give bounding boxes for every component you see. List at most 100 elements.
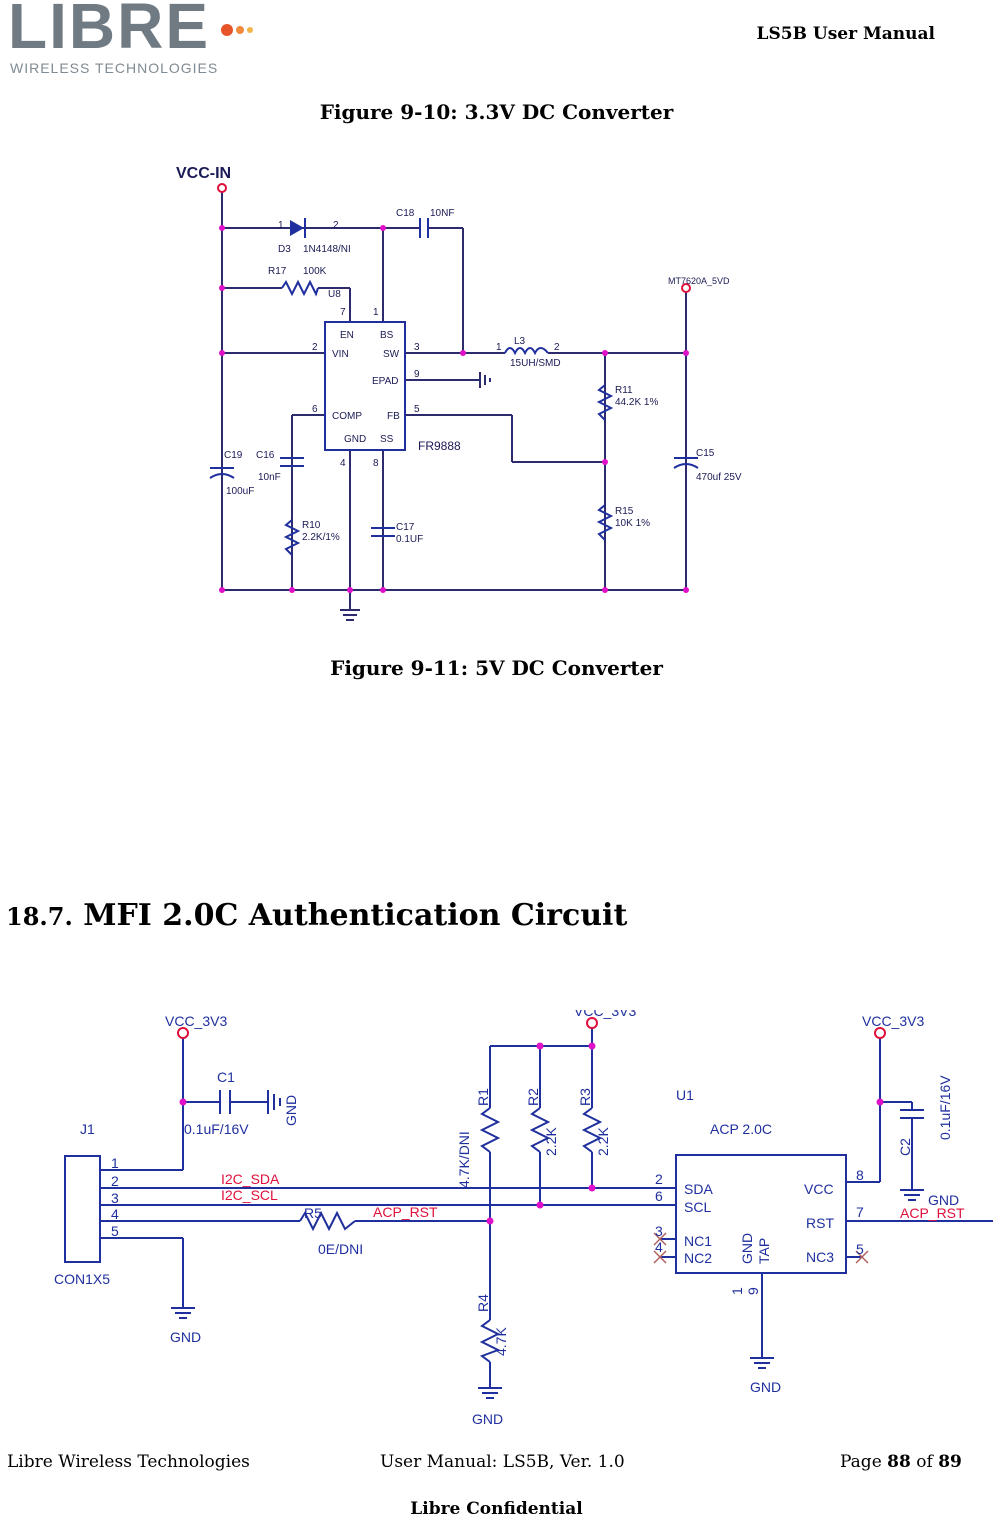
u1-num-nc2: 4 bbox=[655, 1239, 663, 1255]
u1-num-scl: 6 bbox=[655, 1188, 663, 1204]
c15-value: 470uf 25V bbox=[696, 472, 742, 483]
r11-value: 44.2K 1% bbox=[615, 397, 658, 408]
r3-ref: R3 bbox=[577, 1088, 593, 1106]
pin-en: EN bbox=[340, 330, 354, 341]
schematic-5v-dc-converter: VCC-IN MT7620A_5VD 1 2 D3 1N4148/NI C18 … bbox=[176, 165, 742, 621]
r15-value: 10K 1% bbox=[615, 518, 650, 529]
c16-ref: C16 bbox=[256, 450, 275, 461]
u1-pin-sda: SDA bbox=[684, 1181, 713, 1197]
u1-pin-nc1: NC1 bbox=[684, 1233, 712, 1249]
output-net-label: MT7620A_5VD bbox=[668, 276, 730, 286]
vcc-3v3-label-3: VCC_3V3 bbox=[862, 1013, 924, 1029]
u1-num-gnd: 1 bbox=[729, 1287, 745, 1295]
u1-part: ACP 2.0C bbox=[710, 1121, 772, 1137]
pin-ss: SS bbox=[380, 434, 394, 445]
c17-value: 0.1UF bbox=[396, 534, 423, 545]
j1-pin-1: 1 bbox=[111, 1155, 119, 1171]
c18-ref: C18 bbox=[396, 208, 415, 219]
pin-bs: BS bbox=[380, 330, 394, 341]
c2-value: 0.1uF/16V bbox=[937, 1075, 953, 1140]
l3-ref: L3 bbox=[514, 336, 526, 347]
pin-epad: EPAD bbox=[372, 376, 399, 387]
c19-value: 100uF bbox=[226, 486, 254, 497]
pin-comp: COMP bbox=[332, 411, 362, 422]
gnd-label-r4: GND bbox=[472, 1411, 503, 1427]
j1-pin-3: 3 bbox=[111, 1190, 119, 1206]
u1-num-nc1: 3 bbox=[655, 1223, 663, 1239]
pin-num-gnd: 4 bbox=[340, 458, 346, 469]
r1-value: 4.7K/DNI bbox=[456, 1131, 472, 1188]
c1-ref: C1 bbox=[217, 1069, 235, 1085]
pin-num-bs: 1 bbox=[373, 307, 379, 318]
u1-ref: U1 bbox=[676, 1087, 694, 1103]
footer-company: Libre Wireless Technologies bbox=[7, 1452, 250, 1472]
figure-caption-9-11: Figure 9-11: 5V DC Converter bbox=[330, 656, 663, 680]
j1-part: CON1X5 bbox=[54, 1271, 110, 1287]
pin-num-en: 7 bbox=[340, 307, 346, 318]
libre-logo-word: LIBRE bbox=[8, 0, 210, 62]
d3-pin2: 2 bbox=[333, 220, 339, 231]
r4-ref: R4 bbox=[475, 1294, 491, 1312]
pin-num-fb: 5 bbox=[414, 404, 420, 415]
header-title: LS5B User Manual bbox=[756, 24, 935, 44]
gnd-label-c1: GND bbox=[283, 1095, 299, 1126]
u1-num-vcc: 8 bbox=[856, 1167, 864, 1183]
r1-ref: R1 bbox=[475, 1088, 491, 1106]
r4-value: 4.7K bbox=[493, 1327, 509, 1356]
r11-ref: R11 bbox=[615, 385, 633, 396]
c15-ref: C15 bbox=[696, 448, 715, 459]
u1-num-tap: 9 bbox=[745, 1287, 761, 1295]
pin-sw: SW bbox=[383, 349, 400, 360]
j1-pin-5: 5 bbox=[111, 1223, 119, 1239]
c18-value: 10NF bbox=[430, 208, 454, 219]
footer-page-prefix: Page bbox=[840, 1452, 888, 1472]
c19-ref: C19 bbox=[224, 450, 243, 461]
net-label-acp-rst: ACP_RST bbox=[373, 1204, 438, 1220]
u1-pin-tap: TAP bbox=[756, 1238, 772, 1264]
section-title: MFI 2.0C Authentication Circuit bbox=[83, 898, 628, 933]
r17-value: 100K bbox=[303, 266, 327, 277]
r15-ref: R15 bbox=[615, 506, 634, 517]
u1-num-sda: 2 bbox=[655, 1171, 663, 1187]
pin-gnd: GND bbox=[344, 434, 366, 445]
j1-pin-2: 2 bbox=[111, 1173, 119, 1189]
u1-pin-rst: RST bbox=[806, 1215, 834, 1231]
net-label-scl: I2C_SCL bbox=[221, 1187, 278, 1203]
footer-page-num: 88 bbox=[887, 1452, 911, 1472]
net-label-acp-rst-out: ACP_RST bbox=[900, 1205, 965, 1221]
u1-pin-vcc: VCC bbox=[804, 1181, 834, 1197]
r3-value: 2.2K bbox=[595, 1127, 611, 1156]
vcc-3v3-label-2: VCC_3V3 bbox=[574, 1010, 636, 1019]
pin-vin: VIN bbox=[332, 349, 349, 360]
r5-value: 0E/DNI bbox=[318, 1241, 363, 1257]
u1-num-nc3: 5 bbox=[856, 1241, 864, 1257]
pin-num-ss: 8 bbox=[373, 458, 379, 469]
pin-fb: FB bbox=[387, 411, 400, 422]
u1-pin-gnd: GND bbox=[739, 1233, 755, 1264]
footer-page-of: of bbox=[910, 1452, 939, 1472]
l3-pin1: 1 bbox=[496, 342, 502, 353]
ic-part-label: FR9888 bbox=[418, 439, 461, 453]
c1-value: 0.1uF/16V bbox=[184, 1121, 249, 1137]
section-heading: 18.7. MFI 2.0C Authentication Circuit bbox=[6, 898, 627, 933]
u8-ref: U8 bbox=[328, 289, 341, 300]
j1-ref: J1 bbox=[80, 1121, 95, 1137]
c17-ref: C17 bbox=[396, 522, 415, 533]
vcc-in-label: VCC-IN bbox=[176, 165, 231, 182]
gnd-label-u1: GND bbox=[750, 1379, 781, 1395]
r2-value: 2.2K bbox=[543, 1127, 559, 1156]
pin-num-comp: 6 bbox=[312, 404, 318, 415]
c16-value: 10nF bbox=[258, 472, 281, 483]
vcc-3v3-label-1: VCC_3V3 bbox=[165, 1013, 227, 1029]
logo-dots-icon bbox=[221, 24, 253, 36]
pin-num-epad: 9 bbox=[414, 369, 420, 380]
c2-ref: C2 bbox=[897, 1138, 913, 1156]
section-number: 18.7. bbox=[6, 902, 73, 931]
footer-page-total: 89 bbox=[938, 1452, 962, 1472]
l3-pin2: 2 bbox=[554, 342, 560, 353]
l3-value: 15UH/SMD bbox=[510, 358, 561, 369]
j1-pin-4: 4 bbox=[111, 1206, 119, 1222]
schematic-mfi-authentication: VCC_3V3 VCC_3V3 VCC_3V3 C1 0.1uF/16V GND… bbox=[54, 1010, 993, 1427]
gnd-label-j1: GND bbox=[170, 1329, 201, 1345]
figure-caption-9-10: Figure 9-10: 3.3V DC Converter bbox=[319, 100, 674, 124]
